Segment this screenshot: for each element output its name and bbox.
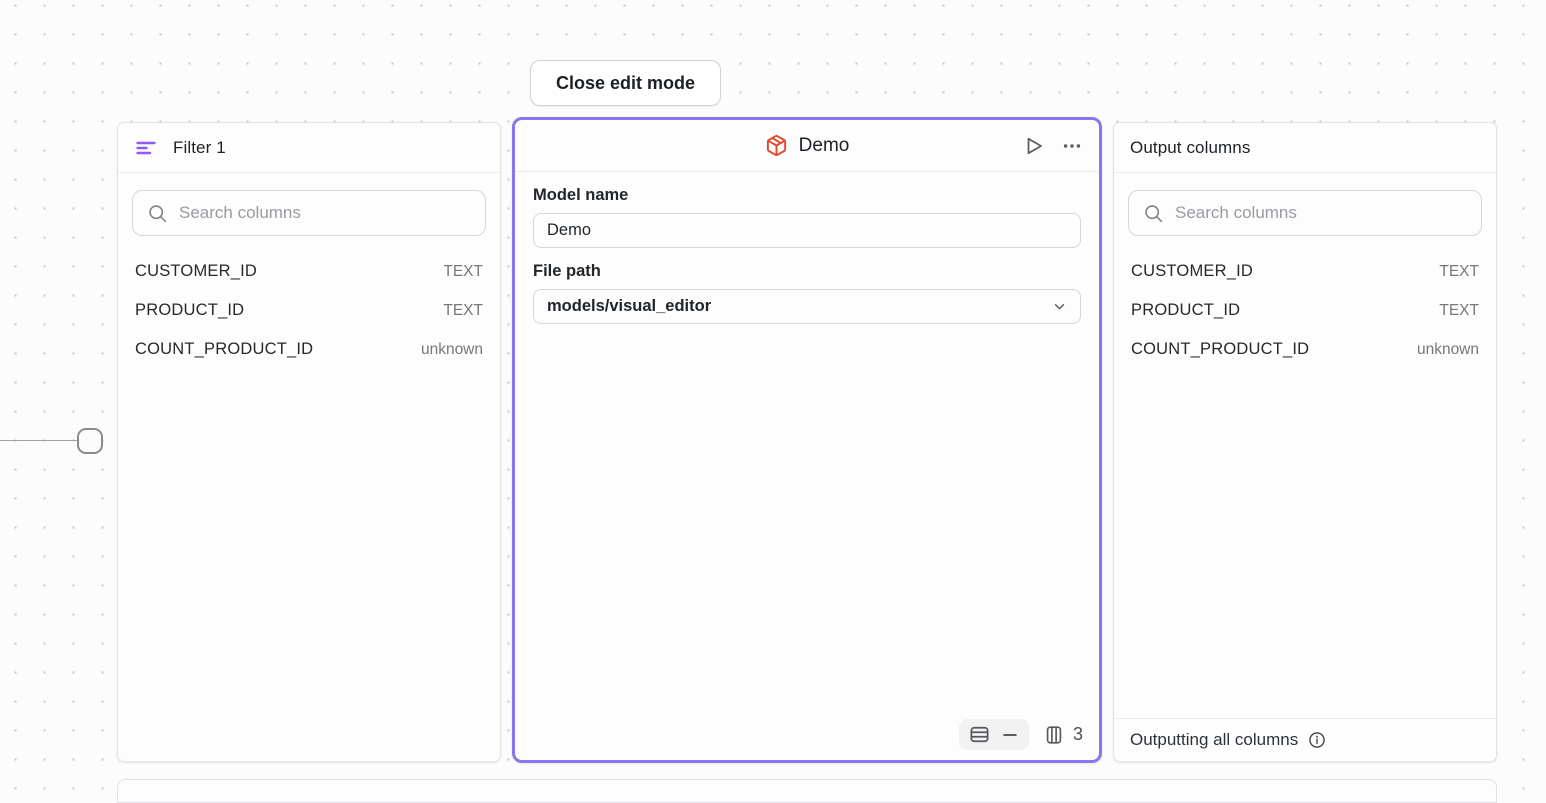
column-type: TEXT — [1439, 301, 1479, 319]
column-name: CUSTOMER_ID — [135, 262, 257, 280]
filter-panel-header: Filter 1 — [118, 123, 500, 173]
ellipsis-icon — [1061, 135, 1083, 157]
model-panel-title: Demo — [798, 134, 850, 156]
column-type: TEXT — [1439, 262, 1479, 280]
model-name-input[interactable] — [533, 213, 1081, 248]
column-type: TEXT — [443, 262, 483, 280]
column-name: COUNT_PRODUCT_ID — [1131, 340, 1310, 358]
info-icon[interactable] — [1307, 730, 1327, 750]
model-name-label: Model name — [533, 186, 629, 204]
filter-icon — [134, 136, 158, 160]
column-row[interactable]: PRODUCT_ID TEXT — [1116, 291, 1494, 330]
filter-column-list: CUSTOMER_ID TEXT PRODUCT_ID TEXT COUNT_P… — [118, 246, 500, 369]
filter-search-input[interactable] — [179, 203, 471, 223]
output-panel-title: Output columns — [1130, 137, 1251, 157]
output-columns-panel[interactable]: Output columns CUSTOMER_ID TEXT PRODUCT_… — [1113, 122, 1497, 762]
output-column-list: CUSTOMER_ID TEXT PRODUCT_ID TEXT COUNT_P… — [1114, 246, 1496, 369]
model-panel-header: Demo — [515, 120, 1099, 172]
column-type: unknown — [1416, 340, 1479, 358]
minus-icon — [1000, 725, 1020, 745]
column-name: PRODUCT_ID — [1131, 301, 1241, 319]
column-count-badge[interactable]: 3 — [1043, 724, 1083, 746]
column-type: TEXT — [443, 301, 483, 319]
bottom-panel-edge[interactable] — [117, 779, 1497, 803]
column-row[interactable]: COUNT_PRODUCT_ID unknown — [120, 330, 498, 369]
table-rows-icon — [968, 723, 991, 746]
column-row[interactable]: COUNT_PRODUCT_ID unknown — [1116, 330, 1494, 369]
column-name: CUSTOMER_ID — [1131, 262, 1253, 280]
output-search-box[interactable] — [1128, 190, 1482, 236]
filter-node-panel[interactable]: Filter 1 CUSTOMER_ID TEXT PRODUCT_ID TEX… — [117, 122, 501, 762]
table-columns-icon — [1043, 724, 1065, 746]
model-node-panel[interactable]: Demo Model nam — [512, 117, 1102, 763]
file-path-select[interactable]: models/visual_editor — [533, 289, 1081, 324]
run-model-button[interactable] — [1022, 134, 1046, 158]
file-path-label: File path — [533, 262, 601, 280]
model-cube-icon — [765, 134, 788, 157]
column-row[interactable]: CUSTOMER_ID TEXT — [1116, 252, 1494, 291]
connector-handle[interactable] — [77, 428, 103, 454]
search-icon — [1143, 203, 1164, 224]
search-icon — [147, 203, 168, 224]
column-name: PRODUCT_ID — [135, 301, 245, 319]
column-name: COUNT_PRODUCT_ID — [135, 340, 314, 358]
output-search-input[interactable] — [1175, 203, 1467, 223]
filter-search-box[interactable] — [132, 190, 486, 236]
column-type: unknown — [420, 340, 483, 358]
column-count-value: 3 — [1072, 724, 1083, 744]
model-footer-stats: 3 — [958, 719, 1083, 750]
column-row[interactable]: PRODUCT_ID TEXT — [120, 291, 498, 330]
outputting-all-columns-text: Outputting all columns — [1130, 730, 1299, 749]
file-path-value: models/visual_editor — [547, 297, 712, 315]
output-panel-header: Output columns — [1114, 123, 1496, 173]
chevron-down-icon — [1051, 298, 1068, 315]
output-panel-footer: Outputting all columns — [1114, 718, 1496, 761]
more-options-button[interactable] — [1061, 135, 1083, 157]
play-icon — [1022, 134, 1046, 158]
close-edit-mode-button[interactable]: Close edit mode — [530, 60, 721, 106]
column-row[interactable]: CUSTOMER_ID TEXT — [120, 252, 498, 291]
row-count-badge[interactable] — [958, 719, 1029, 750]
filter-panel-title: Filter 1 — [173, 137, 226, 157]
connector-edge — [0, 440, 78, 441]
